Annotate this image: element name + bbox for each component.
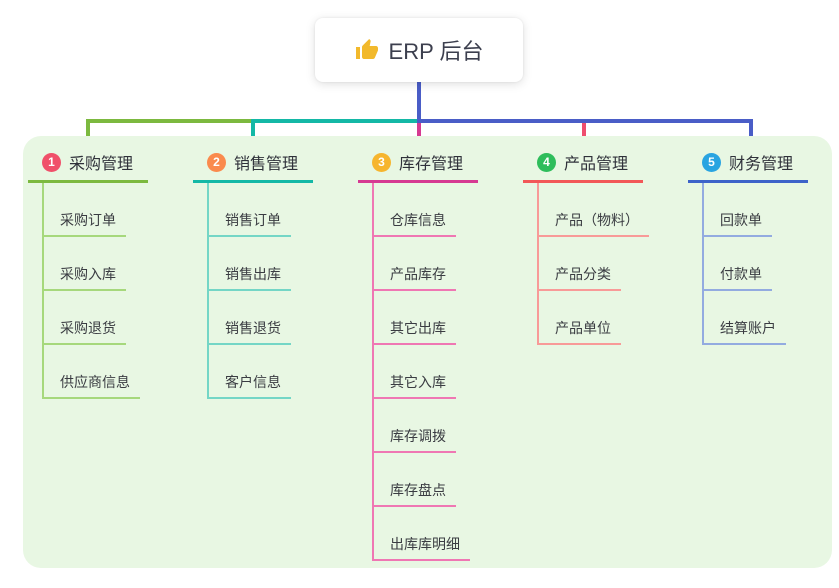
child-item[interactable]: 客户信息: [209, 345, 291, 399]
branch: 5 财务管理 回款单付款单结算账户: [688, 150, 808, 345]
branch-drop-line: [417, 119, 421, 152]
child-item[interactable]: 其它入库: [374, 345, 456, 399]
branch-children: 销售订单销售出库销售退货客户信息: [207, 183, 313, 399]
branch-number-badge: 4: [537, 152, 556, 172]
root-connector: [417, 82, 421, 123]
branch-number-badge: 5: [702, 152, 721, 172]
branch-children: 回款单付款单结算账户: [702, 183, 808, 345]
child-item[interactable]: 采购退货: [44, 291, 126, 345]
thumbs-up-icon: [355, 38, 379, 62]
branch-number-badge: 3: [372, 152, 391, 172]
branch: 4 产品管理 产品（物料）产品分类产品单位: [523, 150, 649, 345]
branch-children: 产品（物料）产品分类产品单位: [537, 183, 649, 345]
branch-label: 销售管理: [234, 156, 299, 173]
child-item[interactable]: 产品库存: [374, 237, 456, 291]
child-item[interactable]: 库存调拨: [374, 399, 456, 453]
child-item[interactable]: 供应商信息: [44, 345, 140, 399]
child-item[interactable]: 产品（物料）: [539, 183, 649, 237]
child-item[interactable]: 结算账户: [704, 291, 786, 345]
child-item[interactable]: 产品分类: [539, 237, 621, 291]
child-item[interactable]: 销售出库: [209, 237, 291, 291]
branch-label: 财务管理: [729, 156, 794, 173]
branch-drop-line: [251, 119, 255, 152]
child-item[interactable]: 采购订单: [44, 183, 126, 237]
branch-header[interactable]: 1 采购管理: [28, 150, 148, 183]
branch: 3 库存管理 仓库信息产品库存其它出库其它入库库存调拨库存盘点出库库明细: [358, 150, 478, 561]
branch-drop-line: [86, 119, 90, 152]
branch-number-badge: 1: [42, 152, 61, 172]
branch-number-badge: 2: [207, 152, 226, 172]
branch-label: 采购管理: [69, 156, 134, 173]
child-item[interactable]: 付款单: [704, 237, 772, 291]
child-item[interactable]: 销售退货: [209, 291, 291, 345]
branch: 2 销售管理 销售订单销售出库销售退货客户信息: [193, 150, 313, 399]
trunk-segment-center: [251, 119, 417, 123]
branch-header[interactable]: 3 库存管理: [358, 150, 478, 183]
branches-panel: [23, 136, 832, 568]
child-item[interactable]: 其它出库: [374, 291, 456, 345]
child-item[interactable]: 产品单位: [539, 291, 621, 345]
branch-label: 库存管理: [399, 156, 464, 173]
branch-header[interactable]: 2 销售管理: [193, 150, 313, 183]
branch-children: 仓库信息产品库存其它出库其它入库库存调拨库存盘点出库库明细: [372, 183, 478, 561]
branch: 1 采购管理 采购订单采购入库采购退货供应商信息: [28, 150, 148, 399]
branch-label: 产品管理: [564, 156, 629, 173]
root-node[interactable]: ERP 后台: [315, 18, 523, 82]
child-item[interactable]: 销售订单: [209, 183, 291, 237]
branch-header[interactable]: 5 财务管理: [688, 150, 808, 183]
branch-header[interactable]: 4 产品管理: [523, 150, 643, 183]
branch-drop-line: [582, 119, 586, 152]
child-item[interactable]: 库存盘点: [374, 453, 456, 507]
child-item[interactable]: 仓库信息: [374, 183, 456, 237]
branch-drop-line: [749, 119, 753, 152]
child-item[interactable]: 出库库明细: [374, 507, 470, 561]
branch-children: 采购订单采购入库采购退货供应商信息: [42, 183, 148, 399]
root-label: ERP 后台: [388, 39, 484, 64]
child-item[interactable]: 采购入库: [44, 237, 126, 291]
child-item[interactable]: 回款单: [704, 183, 772, 237]
trunk-segment-right: [417, 119, 753, 123]
trunk-segment-left: [86, 119, 253, 123]
